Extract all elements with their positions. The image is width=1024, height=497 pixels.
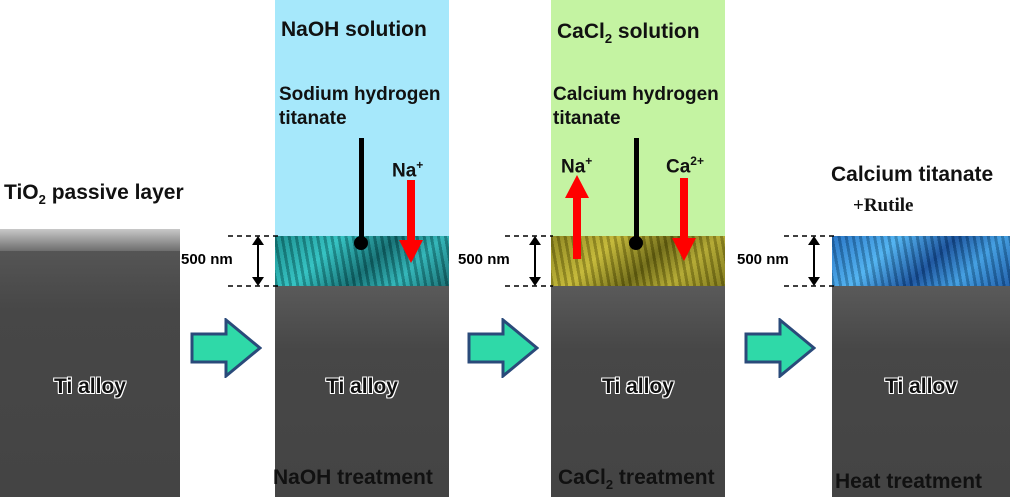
naoh-treatment-caption: NaOH treatment — [273, 466, 433, 489]
ti-alloy-label-3: Ti alloy — [602, 375, 674, 398]
ti-alloy-block-1: Ti alloy — [0, 229, 180, 497]
na-ion-label: Na+ — [392, 158, 424, 182]
calcium-titanate-label: Calcium titanate — [831, 163, 994, 186]
pointer-dot-2 — [629, 236, 643, 250]
na-out-ion-label: Na+ — [561, 154, 593, 178]
ti-alloy-label-4: Ti allov — [885, 375, 957, 398]
cacl2-solution-label: CaCl2 solution — [557, 20, 700, 47]
pointer-line-2 — [634, 138, 639, 242]
tio2-layer-label: TiO2 passive layer — [4, 181, 184, 208]
sodium-hydrogen-label-2: titanate — [279, 108, 347, 129]
naoh-solution-label: NaOH solution — [281, 18, 427, 41]
calcium-hydrogen-label-1: Calcium hydrogen — [553, 84, 719, 105]
ti-alloy-block-4: Ti allov — [832, 286, 1010, 497]
rutile-label: +Rutile — [853, 195, 914, 216]
na-in-arrow-icon — [399, 180, 423, 263]
thickness-marker-2 — [505, 235, 553, 287]
ca-in-ion-label: Ca2+ — [666, 154, 704, 178]
pointer-dot-1 — [354, 236, 368, 250]
heat-treated-layer — [832, 236, 1010, 286]
thickness-marker-3 — [784, 235, 834, 287]
na-out-arrow-icon — [565, 175, 589, 259]
heat-treatment-caption: Heat treatment — [835, 470, 983, 493]
thickness-label-2: 500 nm — [458, 251, 510, 268]
ti-alloy-label-2: Ti alloy — [326, 375, 398, 398]
ti-alloy-label-1: Ti alloy — [54, 375, 126, 398]
ti-alloy-block-2: Ti alloy — [275, 286, 449, 497]
passive-layer — [0, 229, 180, 251]
ca-in-arrow-icon — [672, 178, 696, 261]
process-arrow-1-icon — [190, 318, 262, 378]
thickness-label-1: 500 nm — [181, 251, 233, 268]
ti-alloy-block-3: Ti alloy — [551, 286, 725, 497]
thickness-marker-1 — [228, 235, 278, 287]
sodium-hydrogen-label-1: Sodium hydrogen — [279, 84, 441, 105]
calcium-hydrogen-label-2: titanate — [553, 108, 621, 129]
cacl2-treatment-caption: CaCl2 treatment — [558, 466, 715, 493]
thickness-label-3: 500 nm — [737, 251, 789, 268]
process-arrow-2-icon — [467, 318, 539, 378]
process-arrow-3-icon — [744, 318, 816, 378]
pointer-line-1 — [359, 138, 364, 242]
